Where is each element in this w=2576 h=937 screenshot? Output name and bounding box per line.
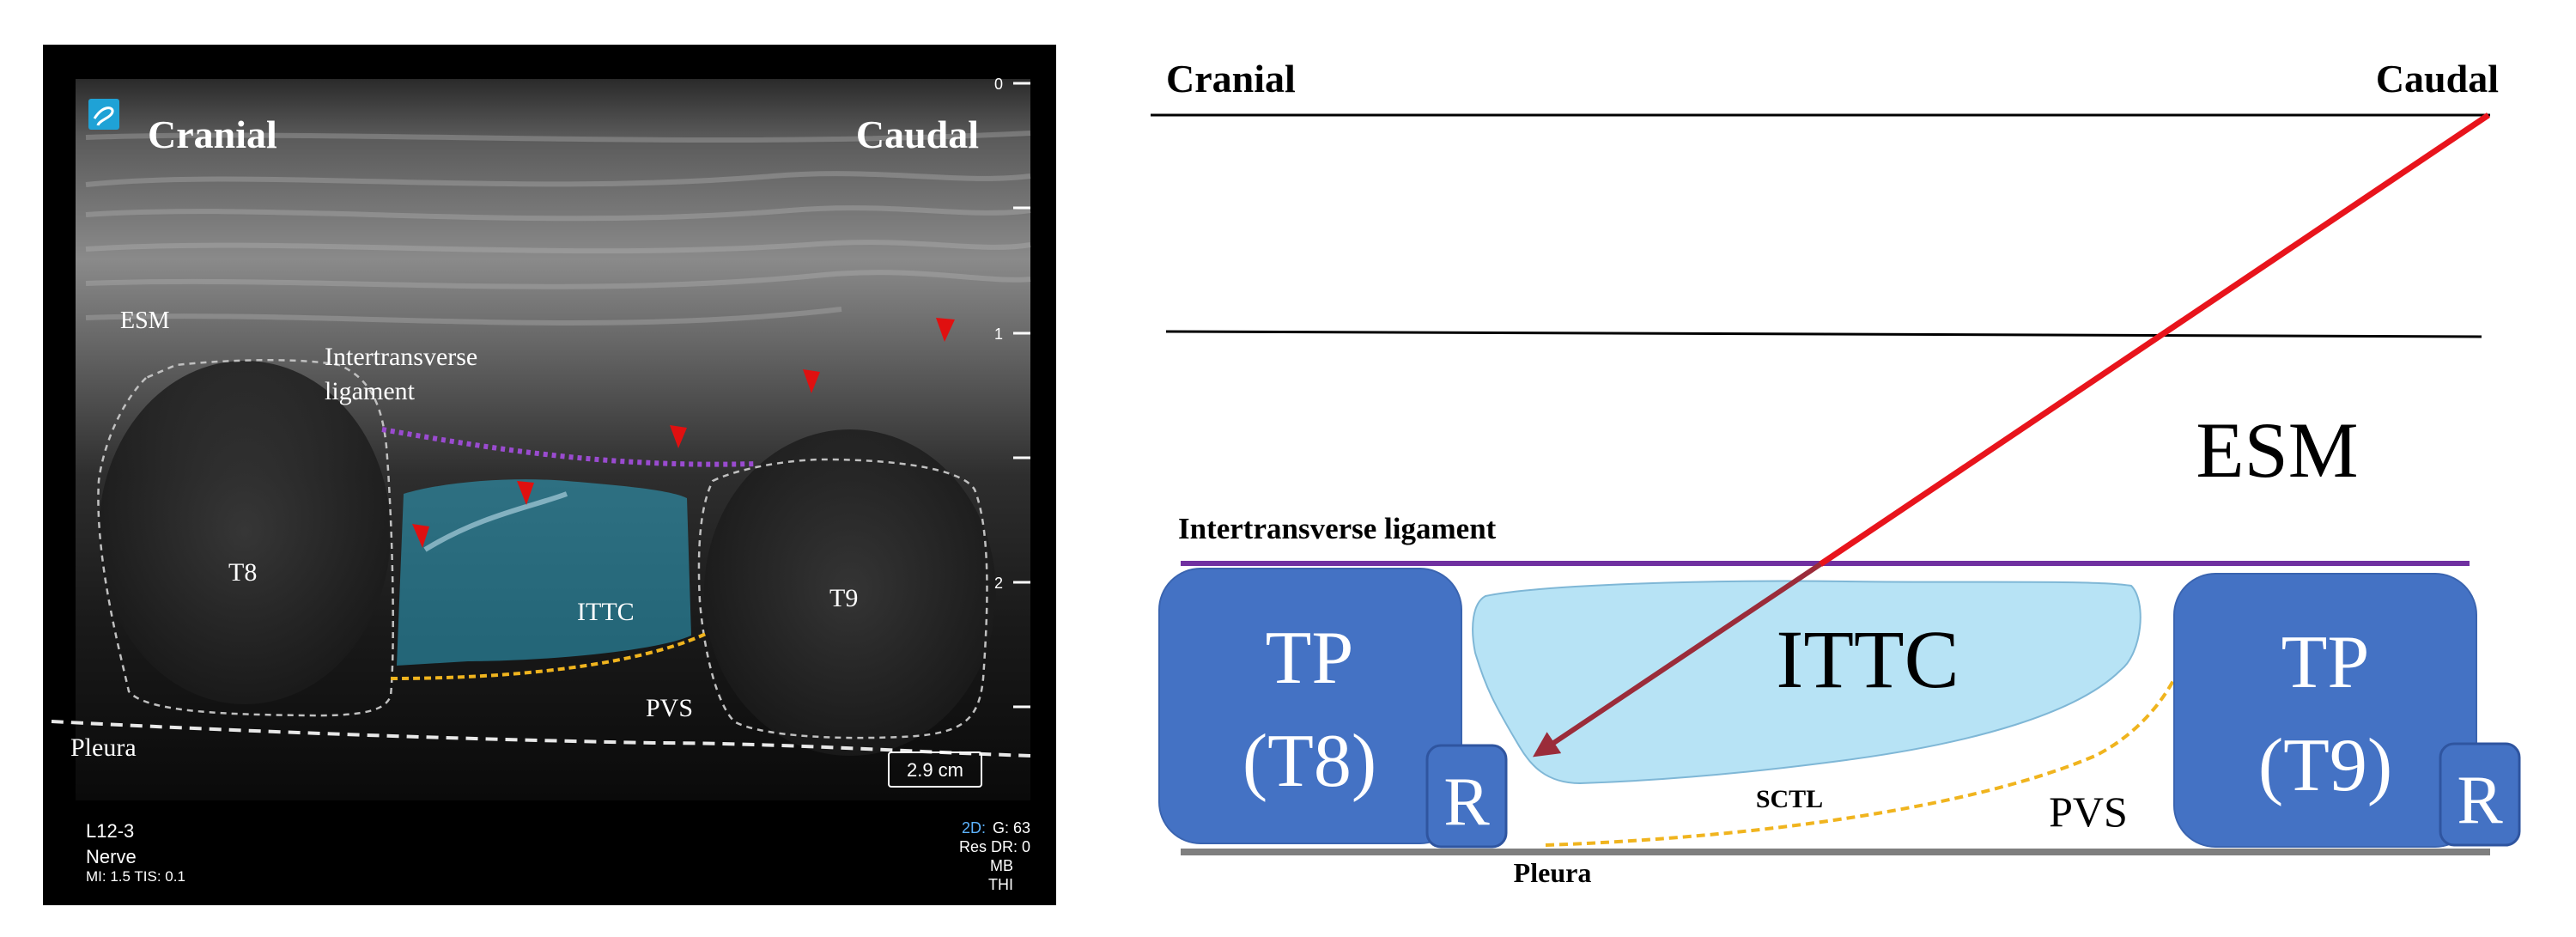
us-t8-label: T8 [228, 558, 257, 587]
muscle-fibers [85, 131, 1031, 326]
us-ittc-label: ITTC [577, 598, 635, 626]
us-cranial-label: Cranial [148, 113, 277, 156]
scale-box [888, 751, 982, 788]
pvs-dashed-curve [1545, 673, 2178, 847]
ittc-shape [1472, 580, 2142, 785]
tp-t9-block [2173, 573, 2477, 848]
scale-tick-0: 0 [994, 76, 1003, 93]
ultrasound-panel: 0 1 2 2.9 cm Cranial Caudal ESM Intertra… [43, 45, 1056, 905]
scale-tick-2: 2 [994, 575, 1003, 592]
rib-right-block [2439, 742, 2521, 847]
schem-ligament-label: Intertransverse ligament [1178, 512, 1497, 545]
schematic-panel: Cranial Caudal ESM Intertransverse ligam… [1151, 57, 2521, 888]
pvs-curve [390, 632, 707, 680]
schem-caudal-label: Caudal [2376, 57, 2499, 100]
schem-pleura-label: Pleura [1514, 857, 1592, 888]
schem-pvs-label: PVS [2049, 788, 2128, 836]
schem-ittc-label: ITTC [1776, 613, 1959, 705]
us-caudal-label: Caudal [856, 113, 979, 156]
rib-left-label: R [1443, 764, 1490, 840]
tp-t8-label-line2: (T8) [1242, 720, 1376, 803]
thi-label: THI [988, 876, 1013, 893]
schem-esm-label: ESM [2196, 406, 2358, 494]
tp-t9-label-line2: (T9) [2258, 724, 2392, 807]
depth-scale [1013, 82, 1030, 709]
us-ligament-label-line2: ligament [325, 377, 416, 405]
ittc-region [397, 479, 691, 666]
schem-sctl-label: SCTL [1756, 785, 1823, 813]
preset-label: Nerve [86, 846, 137, 867]
us-ligament-label-line1: Intertransverse [325, 343, 477, 371]
gain-prefix: 2D: [962, 819, 986, 837]
tp-t8-label-line1: TP [1266, 617, 1354, 700]
red-arrowhead-icon [412, 318, 955, 548]
mb-label: MB [990, 857, 1013, 874]
res-label: Res DR: 0 [959, 838, 1030, 855]
rib-right-label: R [2457, 763, 2503, 838]
us-pvs-label: PVS [646, 694, 693, 722]
scale-tick-1: 1 [994, 326, 1003, 343]
scale-box-label: 2.9 cm [907, 759, 963, 781]
gain-label: G: 63 [993, 819, 1030, 837]
fascia-line [1165, 330, 2482, 338]
needle-shaft [1819, 113, 2490, 567]
tp-t8-block [1158, 568, 1462, 844]
probe-label: L12-3 [86, 820, 134, 842]
sonosite-logo-icon [88, 99, 119, 130]
tp-t9-label-line1: TP [2281, 621, 2370, 704]
us-t9-label: T9 [829, 584, 858, 612]
pleura-line [51, 720, 1031, 758]
schem-cranial-label: Cranial [1166, 57, 1296, 100]
indices-label: MI: 1.5 TIS: 0.1 [86, 868, 185, 885]
t9-outline [697, 458, 988, 739]
us-pleura-label: Pleura [70, 733, 137, 762]
needle-tip-arrow [1533, 562, 1822, 758]
t8-outline [97, 358, 394, 717]
us-esm-label: ESM [120, 307, 170, 334]
rib-left-block [1425, 744, 1508, 849]
